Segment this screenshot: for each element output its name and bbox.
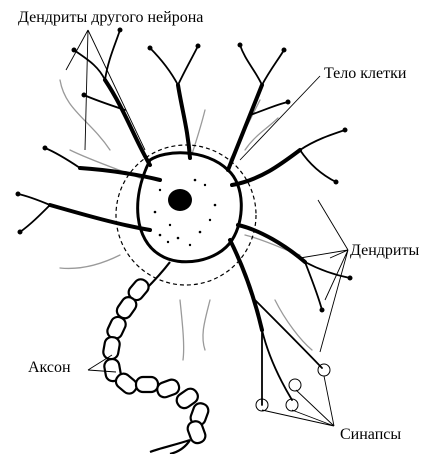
- label-dendrites: Дендриты: [350, 243, 419, 259]
- nucleus: [168, 189, 192, 211]
- label-cell-body: Тело клетки: [324, 66, 406, 82]
- synapses: [256, 364, 330, 411]
- label-other-dendrites: Дендриты другого нейрона: [18, 10, 203, 26]
- label-synapses: Синапсы: [340, 427, 401, 443]
- label-axon: Аксон: [28, 360, 71, 376]
- axon: [102, 262, 210, 454]
